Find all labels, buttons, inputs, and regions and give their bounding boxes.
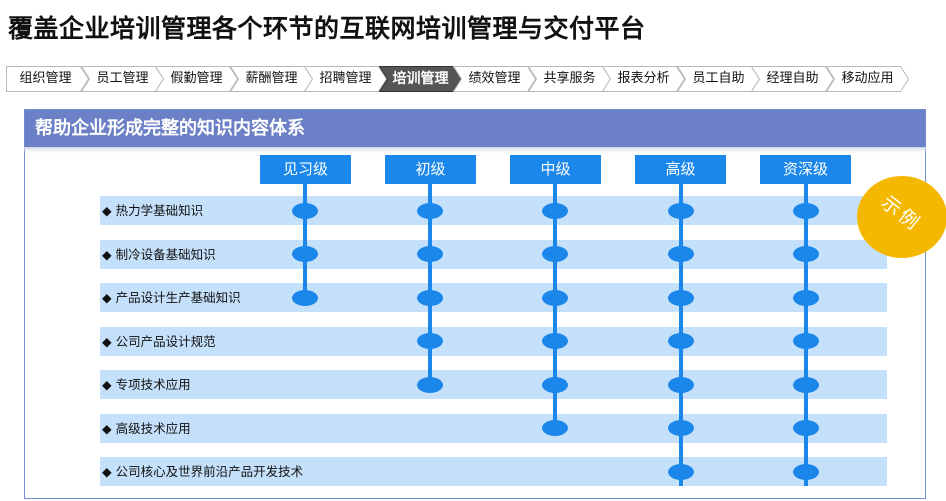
nav-tab-label: 假勤管理	[170, 71, 223, 86]
knowledge-row-label: ◆ 公司产品设计规范	[102, 334, 216, 349]
coverage-node	[668, 420, 694, 436]
knowledge-row	[100, 240, 887, 269]
nav-tab-shape	[453, 66, 536, 92]
coverage-node	[542, 203, 568, 219]
nav-tab-4[interactable]: 薪酬管理	[230, 66, 313, 92]
knowledge-row-label: ◆ 高级技术应用	[102, 421, 191, 436]
knowledge-row-label: ◆ 公司核心及世界前沿产品开发技术	[102, 464, 304, 479]
coverage-node	[793, 377, 819, 393]
nav-tab-9[interactable]: 报表分析	[602, 66, 685, 92]
nav-tab-shape	[6, 66, 89, 92]
nav-tab-label: 招聘管理	[319, 71, 372, 86]
coverage-node	[417, 377, 443, 393]
level-connector	[428, 183, 432, 385]
coverage-node	[292, 203, 318, 219]
nav-tab-label: 共享服务	[543, 71, 596, 86]
coverage-node	[793, 420, 819, 436]
knowledge-row	[100, 414, 887, 443]
knowledge-row-label: ◆ 制冷设备基础知识	[102, 247, 216, 262]
panel-header: 帮助企业形成完整的知识内容体系	[25, 110, 925, 148]
coverage-node	[668, 246, 694, 262]
level-header: 初级	[385, 155, 476, 184]
coverage-node	[417, 290, 443, 306]
level-header: 资深级	[760, 155, 851, 184]
nav-tab-shape	[304, 66, 387, 92]
knowledge-row-label: ◆ 热力学基础知识	[102, 203, 204, 218]
nav-tab-shape	[155, 66, 238, 92]
knowledge-row	[100, 327, 887, 356]
coverage-node	[668, 377, 694, 393]
nav-tab-label: 绩效管理	[468, 71, 521, 86]
coverage-node	[292, 246, 318, 262]
nav-tab-7[interactable]: 绩效管理	[453, 66, 536, 92]
knowledge-row-label: ◆ 专项技术应用	[102, 377, 191, 392]
coverage-node	[292, 290, 318, 306]
nav-tab-shape	[751, 66, 834, 92]
coverage-node	[417, 203, 443, 219]
coverage-node	[793, 203, 819, 219]
nav-tab-label: 薪酬管理	[245, 71, 298, 86]
nav-tab-3[interactable]: 假勤管理	[155, 66, 238, 92]
coverage-node	[417, 333, 443, 349]
module-nav: 组织管理 员工管理 假勤管理 薪酬管理 招聘管理 培训管理 绩效管理 共享服务 报表分析 员工自助…	[6, 66, 909, 92]
nav-tab-label: 员工管理	[96, 71, 149, 86]
coverage-node	[542, 290, 568, 306]
nav-tab-6[interactable]: 培训管理	[379, 66, 462, 92]
nav-tab-12[interactable]: 移动应用	[826, 66, 909, 92]
level-header: 中级	[510, 155, 601, 184]
coverage-node	[542, 333, 568, 349]
nav-tab-label: 培训管理	[392, 71, 449, 87]
level-header: 高级	[635, 155, 726, 184]
nav-tab-11[interactable]: 经理自助	[751, 66, 834, 92]
coverage-node	[793, 246, 819, 262]
nav-tab-label: 移动应用	[841, 71, 894, 86]
knowledge-row	[100, 457, 887, 486]
coverage-node	[668, 203, 694, 219]
nav-tab-shape	[826, 66, 909, 92]
knowledge-row	[100, 283, 887, 312]
coverage-node	[668, 333, 694, 349]
level-header: 见习级	[260, 155, 351, 184]
example-badge	[857, 176, 946, 258]
coverage-node	[668, 290, 694, 306]
coverage-node	[793, 333, 819, 349]
coverage-node	[542, 246, 568, 262]
coverage-node	[793, 464, 819, 480]
knowledge-row	[100, 196, 887, 225]
nav-tab-label: 报表分析	[617, 71, 670, 86]
knowledge-row-label: ◆ 产品设计生产基础知识	[102, 290, 241, 305]
coverage-node	[542, 377, 568, 393]
coverage-node	[542, 420, 568, 436]
nav-tab-label: 经理自助	[766, 71, 819, 86]
coverage-node	[417, 246, 443, 262]
nav-tab-8[interactable]: 共享服务	[528, 66, 611, 92]
nav-tab-label: 员工自助	[692, 71, 745, 86]
nav-tab-10[interactable]: 员工自助	[677, 66, 760, 92]
nav-tab-5[interactable]: 招聘管理	[304, 66, 387, 92]
nav-tab-label: 组织管理	[19, 71, 72, 86]
nav-tab-1[interactable]: 组织管理	[6, 66, 89, 92]
level-connector	[303, 183, 307, 298]
nav-tab-shape	[602, 66, 685, 92]
knowledge-row	[100, 370, 887, 399]
nav-tab-2[interactable]: 员工管理	[81, 66, 164, 92]
coverage-node	[668, 464, 694, 480]
coverage-node	[793, 290, 819, 306]
page-title: 覆盖企业培训管理各个环节的互联网培训管理与交付平台	[8, 14, 646, 43]
